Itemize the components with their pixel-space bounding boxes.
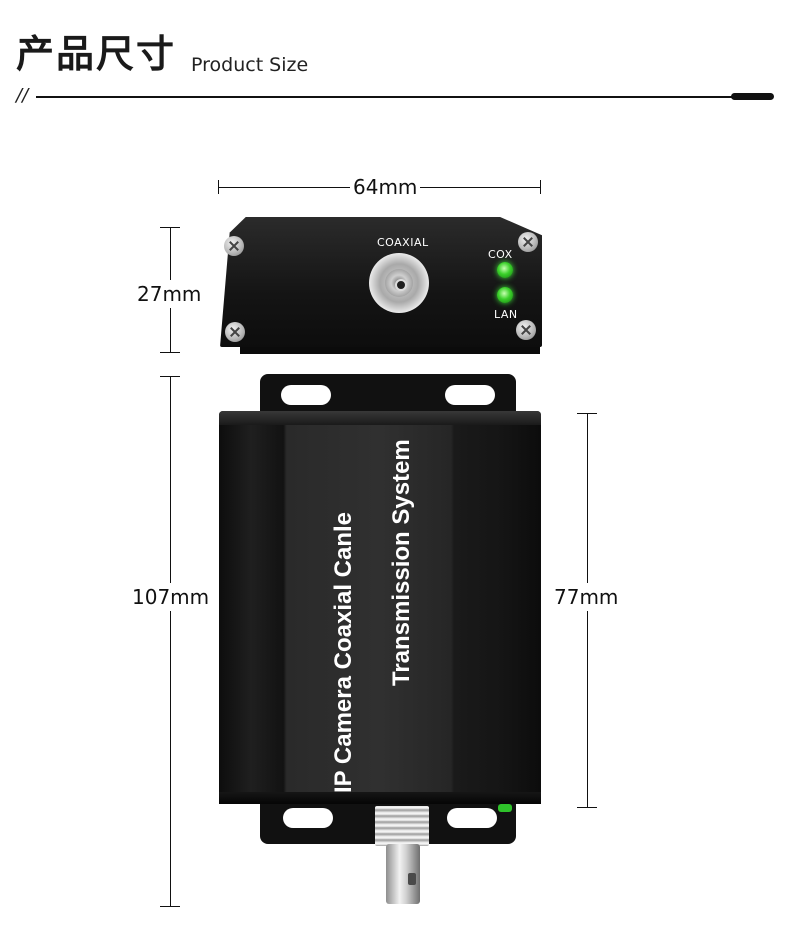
device-body-bottom-edge bbox=[219, 792, 541, 804]
mounting-slot bbox=[281, 385, 331, 405]
device-body-top-edge bbox=[219, 411, 541, 425]
screw-icon bbox=[516, 320, 536, 340]
cox-led-indicator bbox=[497, 262, 513, 278]
width-dimension-tick-right bbox=[540, 180, 541, 194]
total-length-tick-bottom bbox=[160, 906, 180, 907]
bnc-connector-nut bbox=[375, 806, 429, 846]
body-length-tick-bottom bbox=[577, 807, 597, 808]
lan-led-indicator bbox=[497, 287, 513, 303]
device-body bbox=[219, 411, 541, 804]
width-dimension-tick-left bbox=[218, 180, 219, 194]
width-dimension-label: 64mm bbox=[350, 175, 421, 199]
screw-icon bbox=[518, 232, 538, 252]
lan-led-label: LAN bbox=[494, 308, 518, 321]
side-led-indicator bbox=[498, 804, 512, 812]
device-label-line1: IP Camera Coaxial Canle bbox=[330, 511, 357, 793]
total-length-tick-top bbox=[160, 376, 180, 377]
cox-led-label: COX bbox=[488, 248, 513, 261]
screw-icon bbox=[225, 322, 245, 342]
mounting-slot bbox=[283, 808, 333, 828]
header-divider-cap bbox=[731, 93, 774, 100]
page-title-en: Product Size bbox=[191, 54, 309, 76]
total-length-label: 107mm bbox=[131, 583, 211, 611]
body-length-label: 77mm bbox=[553, 583, 620, 611]
page-title-cn: 产品尺寸 bbox=[16, 32, 177, 76]
header-divider bbox=[36, 96, 732, 98]
front-height-tick-top bbox=[160, 227, 180, 228]
bnc-connector-lug bbox=[408, 873, 416, 885]
mounting-slot bbox=[447, 808, 497, 828]
coaxial-port-label: COAXIAL bbox=[377, 236, 429, 249]
mounting-slot bbox=[445, 385, 495, 405]
header-decor: // bbox=[16, 85, 29, 106]
front-height-tick-bottom bbox=[160, 352, 180, 353]
body-length-tick-top bbox=[577, 413, 597, 414]
device-label-line2: Transmission System bbox=[388, 439, 415, 686]
total-length-dimension-line bbox=[170, 376, 171, 906]
screw-icon bbox=[224, 236, 244, 256]
coaxial-bnc-pin bbox=[395, 279, 407, 291]
front-height-label: 27mm bbox=[136, 280, 203, 308]
